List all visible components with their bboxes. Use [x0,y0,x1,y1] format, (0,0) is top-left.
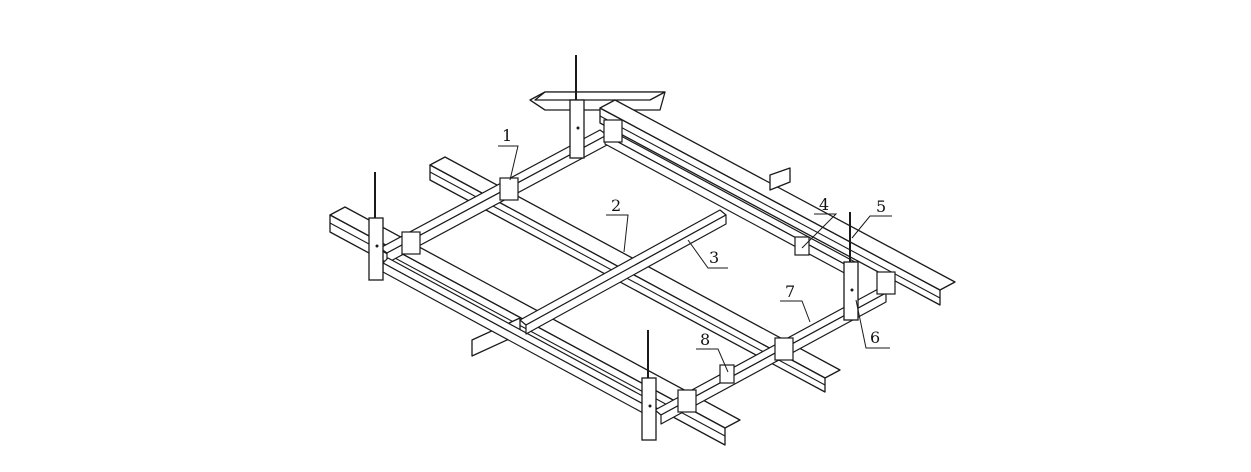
callout-6: 6 [855,299,890,349]
callout-label-5: 5 [876,197,886,216]
callout-label-3: 3 [709,248,719,267]
hanger-back [569,55,585,159]
callout-3: 3 [687,239,728,269]
clips [401,119,896,413]
clip [401,231,421,255]
callout-label-8: 8 [700,330,710,349]
clip [794,236,810,256]
callout-1: 1 [498,126,519,181]
clip [499,177,519,201]
hanger-front [641,330,657,441]
callout-label-4: 4 [819,195,829,214]
callout-label-7: 7 [785,282,795,301]
hanger-right [843,212,859,321]
hanger-left [368,172,384,281]
main-channel-back [529,91,956,306]
callout-label-1: 1 [502,126,512,145]
hangers [368,55,859,441]
clip [677,389,697,413]
callout-label-2: 2 [611,196,621,215]
clip [876,271,896,295]
callout-8: 8 [696,330,729,373]
clip [774,337,794,361]
callout-5: 5 [851,197,892,239]
clip [603,119,623,143]
clip [719,364,735,384]
callout-label-6: 6 [870,328,880,347]
callout-7: 7 [780,282,811,323]
callouts: 1 2 3 4 5 6 7 8 [498,126,892,373]
cross-members [379,129,887,425]
callout-4: 4 [801,195,838,249]
callout-2: 2 [606,196,629,253]
